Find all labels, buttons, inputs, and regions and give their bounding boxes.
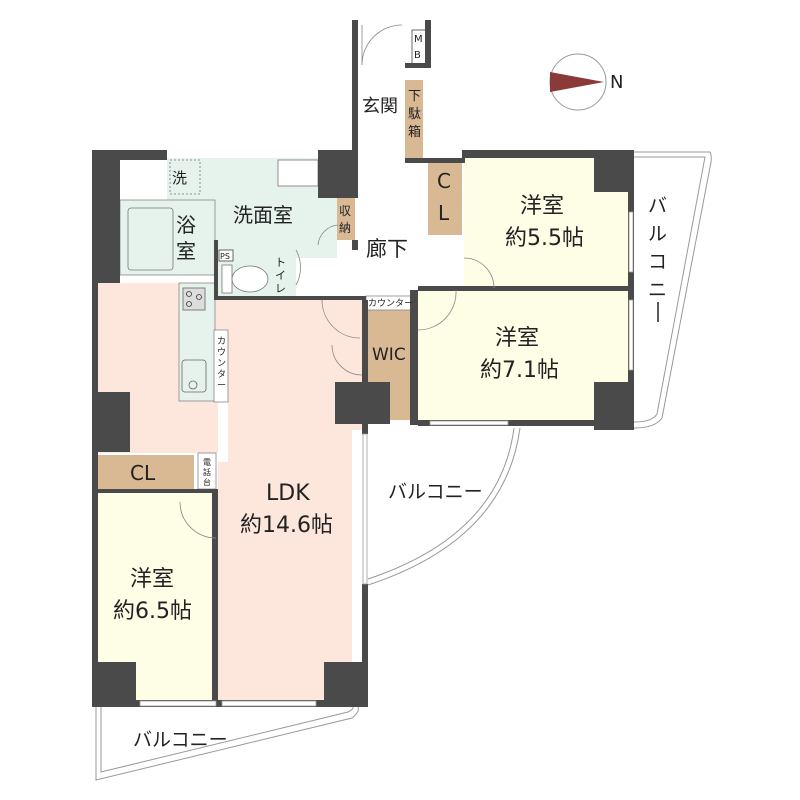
balcony-south-label: バルコニー (133, 729, 228, 751)
bathroom-label-1: 浴 (176, 213, 196, 237)
washroom-label: 洗面室 (233, 203, 293, 227)
closet-west (98, 455, 194, 489)
shoe-box (405, 80, 423, 160)
laundry-label: 洗 (172, 169, 187, 187)
wash-basin-icon (277, 159, 319, 187)
bathroom-floor (119, 199, 216, 276)
toilet-label-3: レ (275, 282, 286, 295)
entrance-label: 玄関 (362, 96, 398, 117)
wic-label: WIC (372, 345, 406, 365)
balcony-east-label-1: バ (648, 195, 667, 217)
balcony-east-label-4: ニ (648, 279, 667, 301)
pipe-space (218, 249, 234, 262)
closet-north (428, 160, 462, 235)
kitchen-counter-label-1: カ (217, 336, 226, 347)
toilet-icon (221, 264, 269, 294)
stove-icon (182, 287, 206, 311)
kitchen-counter-label-2: ウ (217, 347, 226, 358)
balcony-center (367, 427, 521, 586)
closet-north-label-2: L (438, 201, 450, 225)
balcony-east-label-2: ル (648, 223, 667, 245)
kitchen-counter-bar (213, 329, 229, 403)
compass-north-label: N (610, 72, 623, 93)
windows (139, 211, 634, 707)
kitchen-counter-label-3: ン (217, 359, 226, 369)
shoe-box-label-3: 箱 (408, 124, 421, 140)
counter-wic-label: カウンター (368, 298, 413, 309)
room-middle-size: 約7.1帖 (480, 358, 559, 383)
closet-north-label-1: C (437, 169, 451, 193)
balcony-east (633, 151, 712, 429)
room-south-size: 約6.5帖 (113, 599, 192, 624)
bathtub-icon (127, 207, 174, 271)
walls (92, 20, 634, 707)
toilet-label-2: イ (275, 269, 286, 282)
kitchen-counter-label-5: ー (217, 381, 226, 391)
closet-west-label: CL (130, 461, 156, 485)
phone-stand-label-1: 電 (203, 458, 211, 467)
storage-box (337, 195, 355, 240)
ldk-floor (98, 283, 362, 700)
room-middle-name: 洋室 (495, 326, 539, 351)
meter-box-label-m: M (414, 34, 423, 45)
balcony-south (95, 706, 359, 781)
balcony-east-label-3: コ (648, 251, 667, 273)
room-north-name: 洋室 (520, 194, 564, 219)
shoe-box-label-1: 下 (408, 89, 421, 104)
room-south-name: 洋室 (130, 567, 174, 592)
ldk-name: LDK (266, 481, 310, 506)
balcony-center-label: バルコニー (388, 481, 483, 503)
phone-stand-label-3: 台 (203, 477, 211, 487)
door-swings (179, 24, 495, 539)
bathroom-label-2: 室 (176, 239, 196, 263)
room-north-size: 約5.5帖 (505, 226, 584, 251)
kitchen-sink-icon (181, 359, 207, 393)
pipe-space-label: PS (220, 252, 230, 261)
kitchen-counter-label-4: タ (217, 369, 226, 380)
compass-icon (549, 53, 607, 111)
storage-label-1: 収 (339, 204, 351, 218)
toilet-label-1: ト (275, 256, 286, 269)
storage-label-2: 納 (339, 221, 351, 235)
phone-stand-label-2: 話 (203, 467, 211, 477)
corridor-label: 廊下 (366, 237, 408, 261)
shoe-box-label-2: 駄 (408, 107, 421, 122)
meter-box-label-b: B (414, 50, 421, 61)
ldk-size: 約14.6帖 (240, 513, 333, 538)
